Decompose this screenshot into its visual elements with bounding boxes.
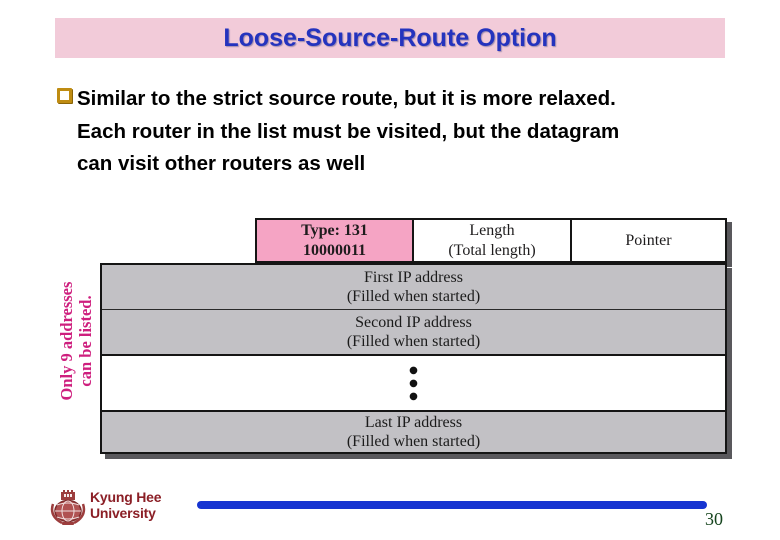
title-bar: Loose-Source-Route Option [55,18,725,58]
second-ip-label: Second IP address [355,313,472,331]
side-note-rotated: Only 9 addresses can be listed. [57,260,99,422]
second-ip-sublabel: (Filled when started) [346,333,481,350]
last-ip-sublabel: (Filled when started) [346,433,481,450]
slide-title: Loose-Source-Route Option [223,24,557,52]
organization-line: University [90,504,156,521]
last-ip-row: Last IP address (Filled when started) [102,410,725,452]
length-field-label: Length [469,222,515,239]
bullet-square-icon [57,88,72,103]
pointer-field-cell: Pointer [570,220,725,261]
bullet-line: Each router in the list must be visited,… [77,119,620,143]
organization-name: Kyung Hee University [90,489,162,521]
type-field-label: Type: 131 [301,222,368,239]
footer-divider-bar [197,501,707,509]
pointer-field-label: Pointer [625,231,672,249]
side-note-line: can be listed. [76,295,95,387]
option-header-row: Type: 131 10000011 Length (Total length)… [255,218,727,263]
bullet-paragraph: Similar to the strict source route, but … [77,83,737,181]
first-ip-sublabel: (Filled when started) [346,288,481,305]
organization-line: Kyung Hee [90,489,162,505]
type-field-cell: Type: 131 10000011 [257,220,412,261]
length-field-sublabel: (Total length) [448,241,536,259]
length-field-cell: Length (Total length) [412,220,570,261]
university-logo-icon [50,490,86,525]
first-ip-row: First IP address (Filled when started) [102,265,725,309]
page-number: 30 [705,509,723,529]
type-field-binary: 10000011 [302,241,367,259]
vertical-ellipsis-icon: ● ● ● [409,364,418,402]
address-list-box: First IP address (Filled when started) S… [100,263,727,454]
bullet-line: can visit other routers as well [77,152,366,175]
bullet-line: Similar to the strict source route, but … [77,87,616,110]
last-ip-label: Last IP address [364,413,463,431]
ellipsis-row: ● ● ● [102,354,725,410]
first-ip-label: First IP address [364,268,463,286]
second-ip-row: Second IP address (Filled when started) [102,309,725,354]
side-note-line: Only 9 addresses [57,281,76,401]
